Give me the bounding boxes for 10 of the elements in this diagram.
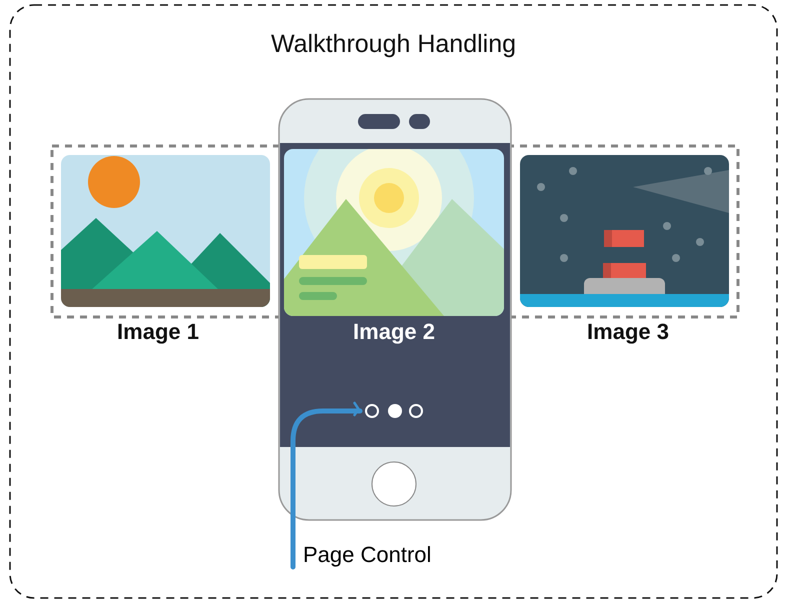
image-caption: Image 2 [353,319,435,345]
diagram-title: Walkthrough Handling [270,30,516,58]
landscape-picture [284,149,504,316]
landscape-picture [61,155,270,307]
callout-text: Page Control [303,541,432,569]
leader-arrow [290,400,362,570]
lighthouse-picture [520,155,729,307]
page-dots [364,403,424,419]
image-caption: Image 3 [587,319,669,345]
image-caption: Image 1 [117,319,199,345]
